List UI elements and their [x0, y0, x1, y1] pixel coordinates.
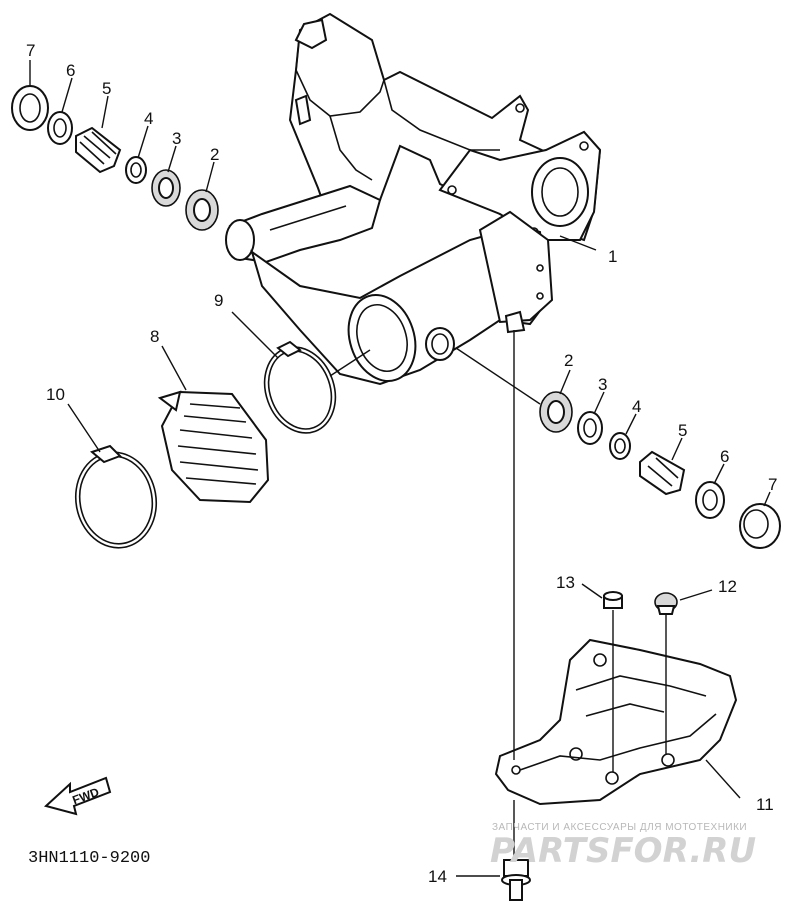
watermark-brand-logo: PARTSFOR.RU	[490, 831, 756, 871]
clamp-part-9[interactable]	[253, 337, 347, 443]
callout-2-lower: 2	[564, 351, 573, 370]
fwd-label: FWD	[70, 785, 101, 808]
bearing-part-2-upper[interactable]	[185, 189, 219, 231]
callout-10: 10	[46, 385, 65, 404]
collar-part-4-upper[interactable]	[125, 156, 147, 184]
oil-seal-part-7-upper[interactable]	[11, 85, 49, 131]
diagram-code: 3HN1110-9200	[28, 849, 150, 868]
callout-11: 11	[756, 795, 774, 814]
callout-5-upper: 5	[102, 79, 111, 98]
damper-part-13[interactable]	[603, 591, 623, 609]
callout-labels: 1 7 6 5 4 3 2 2 3 4 5 6 7 8 9 10 11 12 1…	[26, 41, 777, 886]
callout-2-upper: 2	[210, 145, 219, 164]
leader-lines	[29, 60, 771, 877]
watermark-tagline: ЗАПЧАСТИ И АКСЕССУАРЫ ДЛЯ МОТОТЕХНИКИ	[492, 822, 747, 833]
cap-part-7-lower[interactable]	[739, 503, 781, 549]
forward-direction-arrow: FWD	[43, 776, 112, 816]
pivot-shaft-part-5-upper[interactable]	[75, 126, 122, 174]
nut-part-6-upper[interactable]	[47, 111, 73, 145]
plug-part-12[interactable]	[654, 592, 678, 615]
callout-7-upper: 7	[26, 41, 35, 60]
watermark: ЗАПЧАСТИ И АКСЕССУАРЫ ДЛЯ МОТОТЕХНИКИ PA…	[490, 822, 756, 871]
bearing-part-3-upper[interactable]	[151, 169, 181, 207]
callout-7-lower: 7	[768, 475, 777, 494]
bearing-part-2-lower[interactable]	[539, 391, 573, 433]
callout-9: 9	[214, 291, 223, 310]
callout-8: 8	[150, 327, 159, 346]
callout-1: 1	[608, 247, 617, 266]
cover-part-11[interactable]	[494, 638, 738, 806]
callout-14: 14	[428, 867, 447, 886]
callout-6-upper: 6	[66, 61, 75, 80]
bolt-part-14[interactable]	[501, 859, 531, 901]
callout-12: 12	[718, 577, 737, 596]
callout-3-upper: 3	[172, 129, 181, 148]
collar-part-4-lower[interactable]	[609, 432, 631, 460]
callout-5-lower: 5	[678, 421, 687, 440]
callout-13: 13	[556, 573, 575, 592]
nut-part-6-lower[interactable]	[695, 481, 725, 519]
boot-part-8[interactable]	[157, 390, 270, 504]
callout-4-lower: 4	[632, 397, 641, 416]
callout-4-upper: 4	[144, 109, 153, 128]
callout-3-lower: 3	[598, 375, 607, 394]
callout-6-lower: 6	[720, 447, 729, 466]
clamp-part-10[interactable]	[68, 444, 163, 554]
pivot-shaft-part-5-lower[interactable]	[639, 450, 686, 496]
bearing-part-3-lower[interactable]	[577, 411, 603, 445]
swingarm-part-1[interactable]	[225, 12, 602, 390]
